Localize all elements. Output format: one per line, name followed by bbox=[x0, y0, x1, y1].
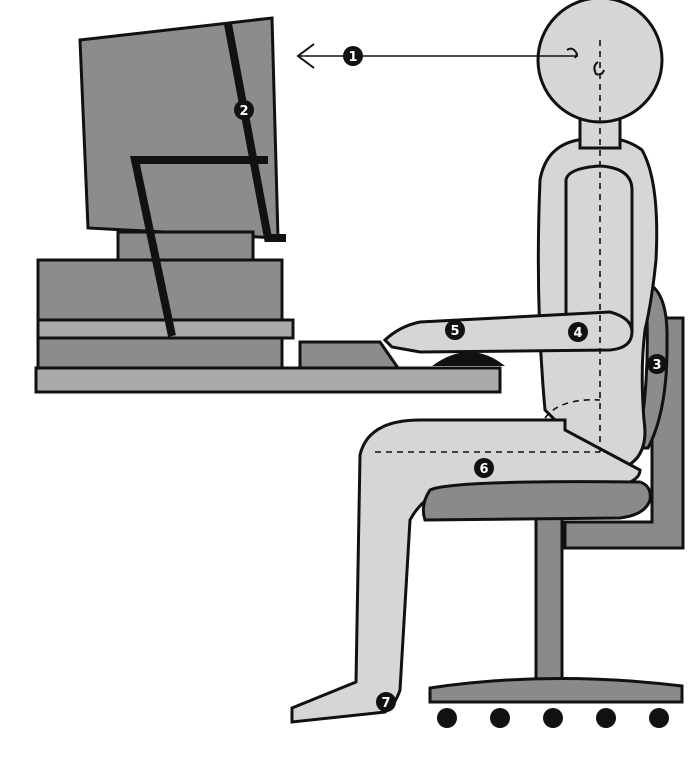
chair-caster-3 bbox=[543, 708, 563, 728]
callout-6-label: 6 bbox=[479, 462, 488, 477]
callout-5: 5 bbox=[445, 320, 465, 340]
callout-1: 1 bbox=[343, 46, 363, 66]
viewing-angle-guide bbox=[130, 23, 286, 337]
sight-arrow-icon bbox=[296, 43, 315, 69]
callout-3: 3 bbox=[647, 354, 667, 374]
chair-caster-2 bbox=[490, 708, 510, 728]
callout-4-label: 4 bbox=[573, 326, 582, 341]
forearm bbox=[382, 310, 634, 354]
number-2-marker bbox=[234, 100, 254, 120]
chair-caster-4 bbox=[596, 708, 616, 728]
chair-caster-1 bbox=[437, 708, 457, 728]
callout-7-label: 7 bbox=[381, 696, 390, 711]
callout-2-label: 2 bbox=[239, 104, 248, 119]
number-6-marker bbox=[474, 458, 494, 478]
wrist-rest bbox=[432, 352, 505, 366]
callout-7: 7 bbox=[376, 692, 396, 712]
number-1-marker bbox=[343, 46, 363, 66]
callout-4: 4 bbox=[568, 322, 588, 342]
workstation bbox=[34, 16, 578, 394]
hip-guide-curve bbox=[544, 399, 601, 419]
callout-5-label: 5 bbox=[450, 324, 459, 339]
monitor-stand bbox=[116, 230, 255, 262]
face-eye bbox=[566, 47, 579, 59]
chair-caster-5 bbox=[649, 708, 669, 728]
callout-2: 2 bbox=[234, 100, 254, 120]
seated-person bbox=[290, 0, 669, 724]
number-7-marker bbox=[376, 692, 396, 712]
leg bbox=[290, 418, 642, 724]
callout-1-label: 1 bbox=[348, 50, 357, 65]
desk-surface bbox=[34, 366, 502, 394]
head bbox=[536, 0, 664, 124]
face-mouth bbox=[593, 61, 605, 76]
callout-6: 6 bbox=[474, 458, 494, 478]
number-3-marker bbox=[647, 354, 667, 374]
number-4-marker bbox=[568, 322, 588, 342]
chair-column bbox=[534, 513, 564, 687]
chair-base bbox=[428, 677, 684, 704]
upper-arm bbox=[564, 164, 634, 332]
keyboard bbox=[298, 340, 401, 370]
number-5-marker bbox=[445, 320, 465, 340]
chair-seat bbox=[421, 480, 652, 522]
chair-casters bbox=[437, 708, 669, 728]
callout-3-label: 3 bbox=[652, 358, 661, 373]
